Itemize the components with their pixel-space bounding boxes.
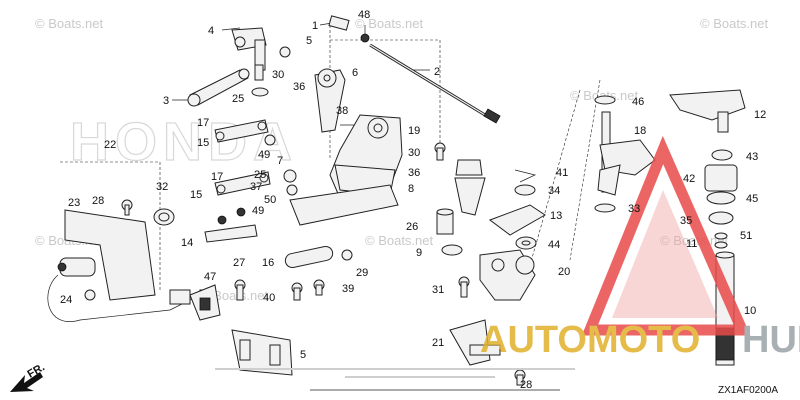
callout-48: 48: [358, 9, 370, 21]
callout-43: 43: [746, 151, 758, 163]
callout-37: 37: [250, 181, 262, 193]
callout-4: 4: [208, 25, 214, 37]
callout-41: 41: [556, 167, 568, 179]
callout-11: 11: [686, 238, 697, 250]
callout-49b: 49: [252, 205, 264, 217]
callout-8: 8: [408, 183, 414, 195]
watermark-5: © Boats.net: [365, 233, 434, 248]
callout-25: 25: [232, 93, 244, 105]
watermark-6: © Boats.net: [660, 233, 729, 248]
lower-bracket: [231, 329, 293, 376]
diagram-code: ZX1AF0200A: [718, 385, 778, 396]
center-column-parts: [434, 142, 486, 256]
callout-19: 19: [408, 125, 420, 137]
callout-13: 13: [550, 210, 562, 222]
callout-25b: 25: [254, 169, 266, 181]
callout-31: 31: [432, 284, 444, 296]
callout-16: 16: [262, 257, 274, 269]
callout-10: 10: [744, 305, 756, 317]
svg-text:HUB: HUB: [742, 319, 800, 361]
callout-7: 7: [277, 155, 283, 167]
callout-2: 2: [434, 66, 440, 78]
fine-print: [215, 368, 575, 378]
bracket-22: [60, 161, 161, 290]
callout-23: 23: [68, 197, 80, 209]
callout-44: 44: [548, 239, 560, 251]
throttle-arm: [314, 68, 366, 133]
watermark-2: © Boats.net: [355, 16, 424, 31]
callout-3: 3: [163, 95, 169, 107]
control-bracket: [289, 114, 403, 226]
link-plates: [204, 119, 298, 243]
callout-28a: 28: [92, 195, 104, 207]
leader-4: [221, 27, 241, 31]
callout-5b: 5: [300, 349, 306, 361]
callout-14: 14: [181, 237, 193, 249]
bracket-shaft: [569, 79, 601, 261]
callout-1: 1: [312, 20, 318, 32]
callout-12: 12: [754, 109, 766, 121]
connector-47: [189, 284, 221, 321]
callout-46: 46: [632, 96, 644, 108]
callout-27: 27: [233, 257, 245, 269]
callout-22: 22: [104, 139, 116, 151]
callout-40: 40: [263, 292, 275, 304]
neutral-switch-harness: [47, 199, 201, 322]
callout-51: 51: [740, 230, 752, 242]
throttle-cable: [328, 15, 501, 124]
callout-50: 50: [264, 194, 276, 206]
callout-38: 38: [336, 105, 348, 117]
callout-30: 30: [272, 69, 284, 81]
direction-label: FR.: [26, 361, 47, 380]
callout-24: 24: [60, 294, 72, 306]
callout-33: 33: [628, 203, 640, 215]
shift-arm: [449, 249, 536, 386]
callout-29: 29: [356, 267, 368, 279]
callout-5: 5: [306, 35, 312, 47]
callout-9: 9: [416, 247, 422, 259]
shift-shaft-assembly: [594, 89, 746, 366]
callout-28b: 28: [520, 379, 532, 391]
callout-6: 6: [352, 67, 358, 79]
callout-36: 36: [293, 81, 305, 93]
callout-36b: 36: [408, 167, 420, 179]
callout-26: 26: [406, 221, 418, 233]
svg-text:AUTOMOTO: AUTOMOTO: [480, 319, 700, 361]
callout-30b: 30: [408, 147, 420, 159]
callout-15a: 15: [197, 137, 209, 149]
callout-34: 34: [548, 185, 560, 197]
callout-49a: 49: [258, 149, 270, 161]
callout-42: 42: [683, 173, 695, 185]
callout-18: 18: [634, 125, 646, 137]
automotohub-logo: AUTOMOTO HUB: [480, 135, 800, 361]
watermark-1: © Boats.net: [35, 16, 104, 31]
direction-indicator: FR.: [10, 361, 47, 392]
linkage-upper: [187, 27, 291, 107]
watermark-7: © Boats.net: [570, 88, 639, 103]
callout-17a: 17: [197, 117, 209, 129]
callout-35: 35: [680, 215, 692, 227]
callout-47: 47: [204, 271, 216, 283]
callout-21: 21: [432, 337, 444, 349]
callout-32: 32: [156, 181, 168, 193]
callouts: 1 48 4 2 30 5 6 3 25 36 38 17 19 15 49 2…: [60, 9, 766, 391]
shift-parts: [488, 169, 546, 250]
watermark-3: © Boats.net: [700, 16, 769, 31]
callout-15b: 15: [190, 189, 202, 201]
callout-39: 39: [342, 283, 354, 295]
callout-45: 45: [746, 193, 758, 205]
callout-20: 20: [558, 266, 570, 278]
callout-17b: 17: [211, 171, 223, 183]
